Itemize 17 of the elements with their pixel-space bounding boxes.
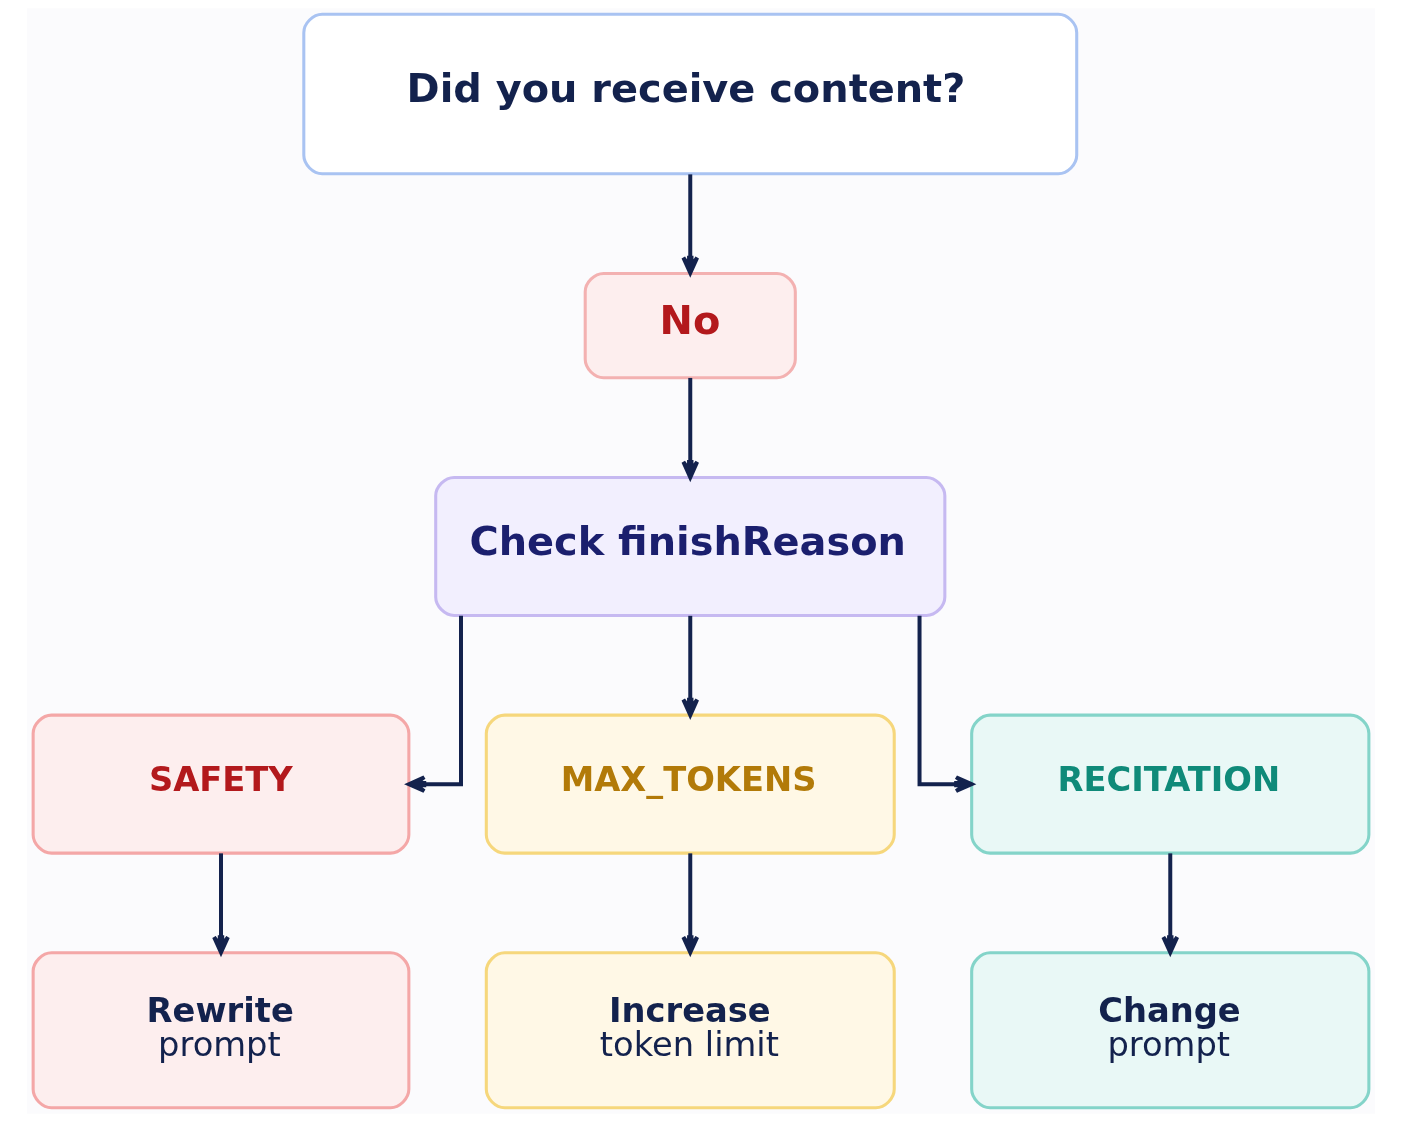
arrow [681,377,700,480]
node-box: Check finishReason [434,475,947,617]
arrow [681,853,700,955]
arrow [681,174,700,275]
node-box: Did you receive content? [302,12,1079,176]
arrow [917,615,974,794]
arrow [1161,853,1180,955]
node-box: MAX_TOKENS [484,713,896,855]
node-box: Rewrite prompt [31,951,411,1110]
node-box: Change prompt [970,951,1371,1110]
node-box: No [583,271,797,380]
node-box: Increase token limit [484,951,896,1110]
arrow [681,615,700,718]
node-box: SAFETY [31,713,411,855]
arrow [212,853,230,955]
node-box: RECITATION [970,713,1371,855]
arrow [406,615,463,794]
